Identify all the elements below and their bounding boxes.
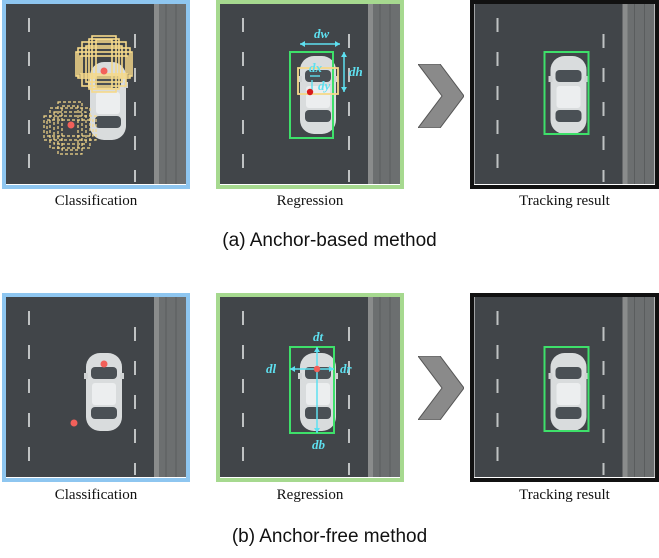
annotation-db: db (312, 437, 326, 452)
negative-point (70, 419, 78, 427)
panel-b-classification (2, 293, 190, 482)
caption-b: (b) Anchor-free method (231, 526, 428, 547)
panel-a-tracking (470, 0, 659, 189)
panel-b-tracking (470, 293, 659, 482)
panel-a-regression: dw dh dx dy (216, 0, 404, 189)
annotation-dl: dl (266, 361, 277, 376)
classification-a-image (6, 4, 186, 185)
tracking-b-image (474, 297, 655, 478)
anchor-box (297, 67, 339, 95)
chevron-arrow-icon (418, 356, 464, 420)
regression-b-image: dt dl dr db (220, 297, 400, 478)
tracking-box (543, 51, 590, 135)
label-a-classification: Classification (54, 193, 138, 209)
panel-b-regression: dt dl dr db (216, 293, 404, 482)
predicted-box (289, 346, 335, 434)
annotation-dx: dx (309, 60, 323, 75)
annotation-dh: dh (349, 64, 363, 79)
center-point (313, 365, 321, 373)
anchor-boxes-dashed (43, 101, 97, 155)
positive-point (100, 360, 108, 368)
negative-anchor-point (67, 121, 75, 129)
label-a-regression: Regression (276, 193, 344, 209)
positive-anchor-point (100, 67, 108, 75)
caption-a: (a) Anchor-based method (222, 230, 437, 251)
label-b-classification: Classification (54, 487, 138, 503)
predicted-box (289, 51, 334, 139)
chevron-arrow-icon (418, 64, 464, 128)
tracking-box (543, 346, 590, 432)
label-b-regression: Regression (276, 487, 344, 503)
center-point (306, 88, 314, 96)
label-b-tracking: Tracking result (519, 487, 610, 503)
tracking-a-image (474, 4, 655, 185)
annotation-dr: dr (340, 361, 353, 376)
annotation-dy: dy (318, 78, 331, 93)
anchor-boxes-solid (75, 35, 133, 93)
classification-b-image (6, 297, 186, 478)
annotation-dw: dw (314, 26, 330, 41)
annotation-dt: dt (313, 329, 324, 344)
panel-a-classification (2, 0, 190, 189)
regression-a-image: dw dh dx dy (220, 4, 400, 185)
label-a-tracking: Tracking result (519, 193, 610, 209)
